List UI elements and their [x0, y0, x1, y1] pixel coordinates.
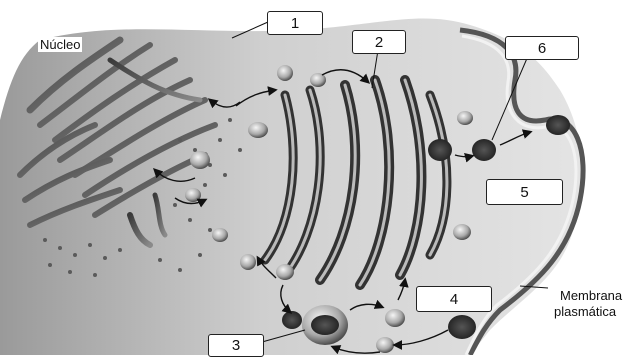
label-box-2: 2: [352, 30, 406, 54]
membrane-label-line2: plasmática: [554, 304, 616, 319]
membrane-label-line1: Membrana: [560, 288, 622, 303]
label-box-3: 3: [208, 334, 264, 357]
label-box-6: 6: [505, 36, 579, 60]
label-box-1: 1: [267, 11, 323, 35]
label-box-5: 5: [486, 179, 563, 205]
nucleus-label: Núcleo: [38, 37, 82, 52]
label-box-4: 4: [416, 286, 492, 312]
